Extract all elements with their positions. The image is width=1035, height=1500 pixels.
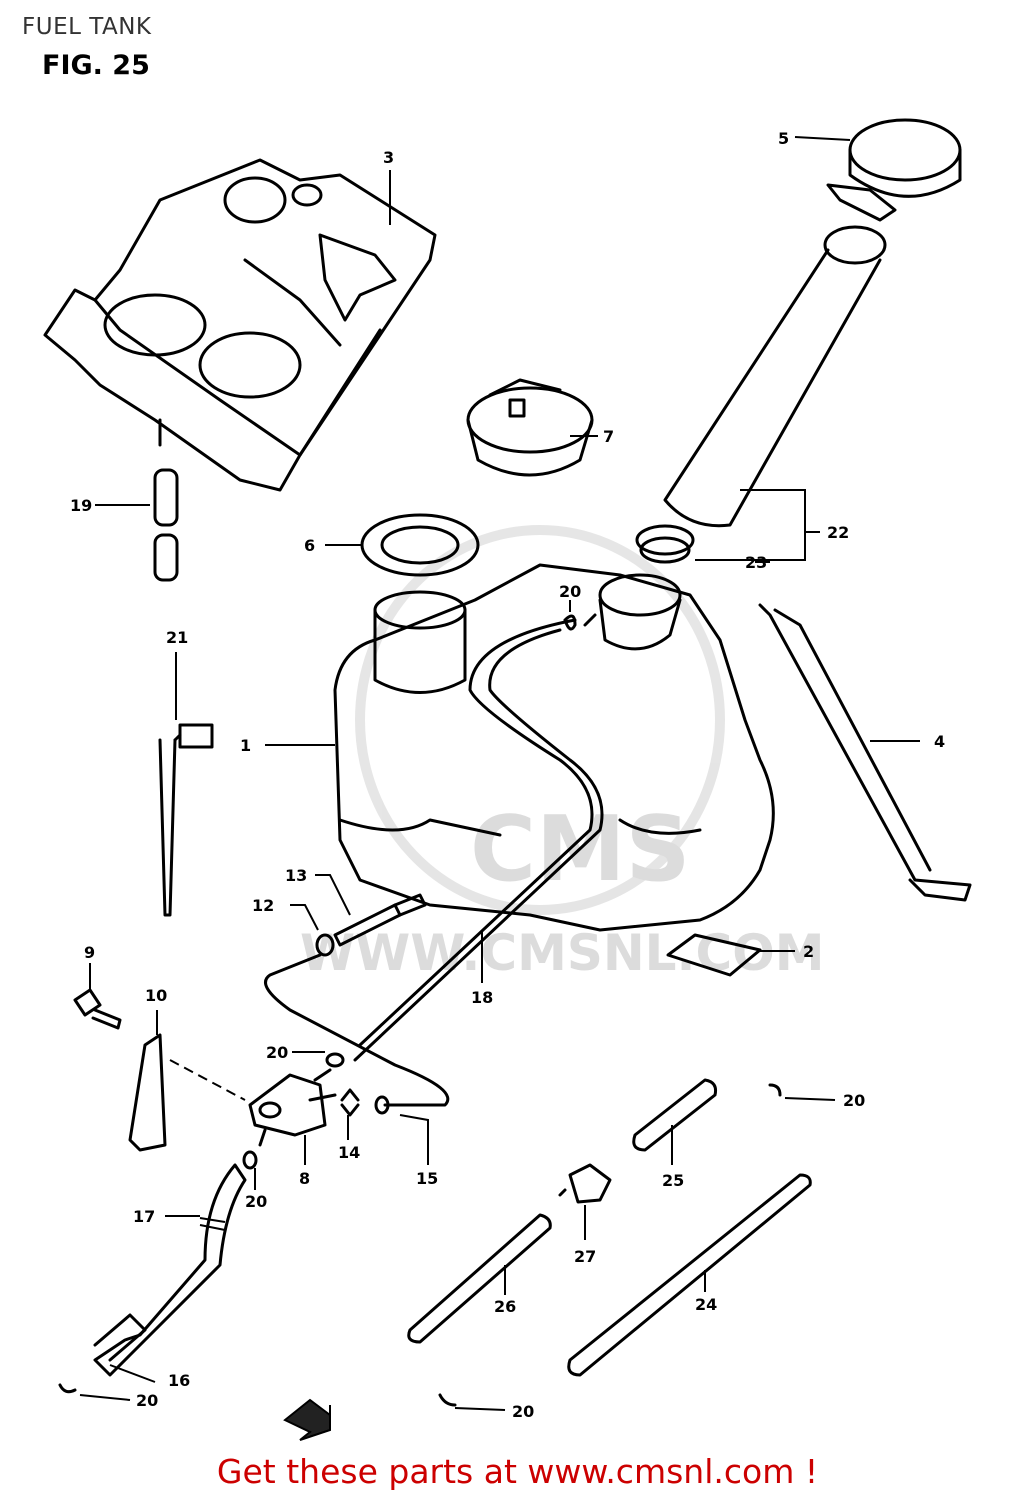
part-22-filler-neck-pipe (663, 225, 887, 528)
callout-2: 2 (803, 942, 814, 961)
watermark: CMS WWW.CMSNL.COM (300, 525, 825, 982)
callout-1: 1 (240, 736, 251, 755)
callout-26: 26 (494, 1297, 516, 1316)
callout-25: 25 (662, 1171, 684, 1190)
part-25-hose (632, 1078, 717, 1152)
part-9-bolt (73, 988, 122, 1030)
part-5-filler-cap (826, 118, 962, 222)
promo-footer-link[interactable]: Get these parts at www.cmsnl.com ! (216, 1452, 819, 1491)
callout-20-f: 20 (512, 1402, 534, 1421)
part-27-filter (558, 1163, 612, 1204)
part-1-fuel-tank (333, 563, 775, 932)
part-12-clamp (315, 933, 335, 957)
callout-5: 5 (778, 129, 789, 148)
callout-24: 24 (695, 1295, 717, 1314)
callout-20-d: 20 (136, 1391, 158, 1410)
callout-6: 6 (304, 536, 315, 555)
part-8-fuel-valve (248, 1068, 337, 1147)
callout-10: 10 (145, 986, 167, 1005)
callout-20-e: 20 (843, 1091, 865, 1110)
part-17-fuel-hose (93, 1163, 247, 1377)
part-26-hose (407, 1213, 552, 1344)
callout-8: 8 (299, 1169, 310, 1188)
part-20-clips (58, 614, 782, 1407)
callout-12: 12 (252, 896, 274, 915)
part-23-seal-ring (635, 524, 695, 564)
callout-23: 23 (745, 553, 767, 572)
front-direction-arrow-icon (283, 1398, 331, 1441)
part-15-fuel-hose (264, 953, 450, 1115)
callout-14: 14 (338, 1143, 360, 1162)
callout-22: 22 (827, 523, 849, 542)
callout-labels: 3 5 7 6 19 22 23 20 21 1 4 13 12 2 18 9 … (70, 129, 945, 1421)
part-13-joint (333, 893, 427, 947)
callout-20-b: 20 (266, 1043, 288, 1062)
part-16-fuel-strainer (93, 1313, 147, 1362)
part-21-fuel-gauge-sender (158, 723, 214, 917)
callout-19: 19 (70, 496, 92, 515)
part-7-cap-body (466, 378, 594, 477)
watermark-url: WWW.CMSNL.COM (300, 924, 825, 982)
part-3-tank-tray (43, 158, 437, 492)
part-14-clip (340, 1088, 360, 1117)
callout-7: 7 (603, 427, 614, 446)
figure-label: FIG. 25 (42, 50, 150, 81)
callout-20-c: 20 (245, 1192, 267, 1211)
callout-4: 4 (934, 732, 945, 751)
callout-27: 27 (574, 1247, 596, 1266)
part-24-drain-hose (567, 1173, 812, 1377)
callout-13: 13 (285, 866, 307, 885)
callout-20-a: 20 (559, 582, 581, 601)
leader-lines (79, 136, 920, 1411)
section-title: FUEL TANK (22, 14, 152, 40)
callout-16: 16 (168, 1371, 190, 1390)
callout-17: 17 (133, 1207, 155, 1226)
part-4-tank-strap (758, 603, 972, 902)
part-18-breather-pipe (353, 618, 604, 1062)
callout-9: 9 (84, 943, 95, 962)
callout-15: 15 (416, 1169, 438, 1188)
callout-18: 18 (471, 988, 493, 1007)
callout-3: 3 (383, 148, 394, 167)
part-19-short-hose (153, 468, 179, 582)
callout-21: 21 (166, 628, 188, 647)
part-10-bracket (128, 1033, 246, 1152)
